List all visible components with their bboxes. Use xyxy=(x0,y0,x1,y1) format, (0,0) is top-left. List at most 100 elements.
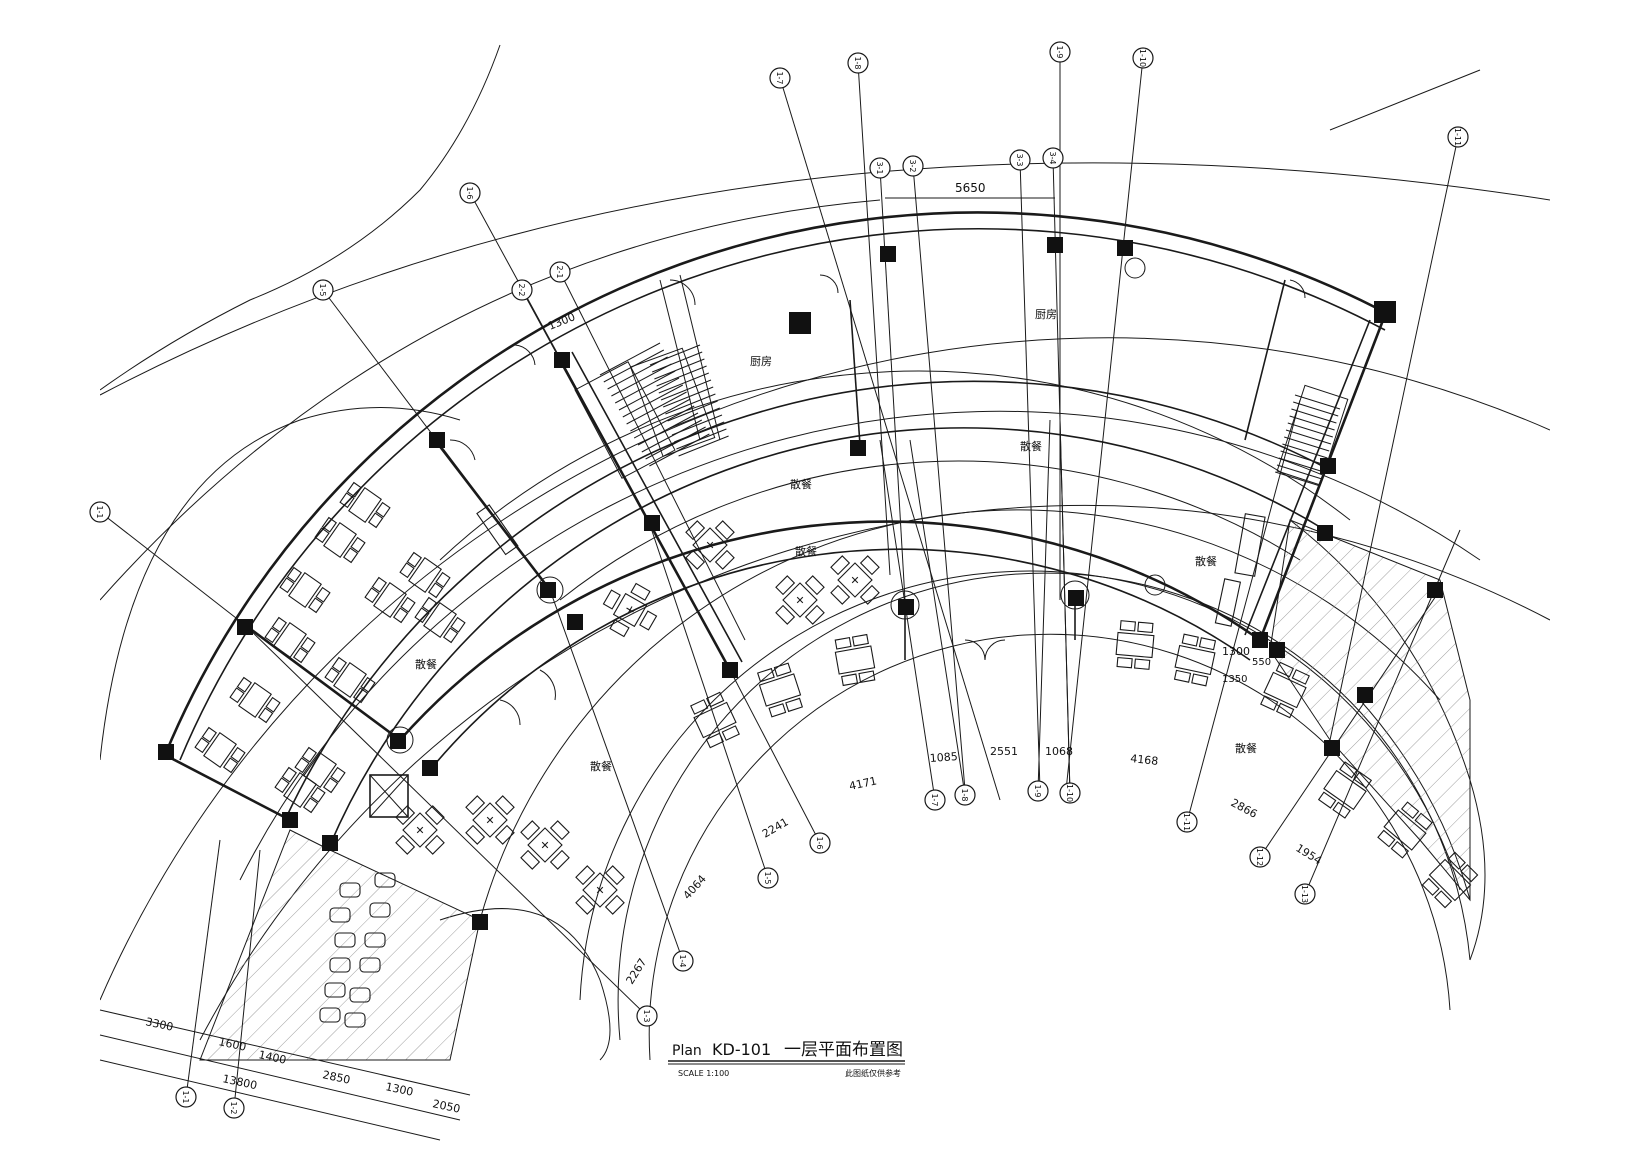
counter xyxy=(1214,578,1242,627)
grid-bubble-k xyxy=(1009,149,1031,171)
cafe-table xyxy=(324,982,346,998)
cafe-table xyxy=(359,957,381,973)
cafe-table xyxy=(349,987,371,1003)
column xyxy=(1317,525,1333,541)
table-set xyxy=(690,691,740,749)
table-set xyxy=(1317,761,1373,819)
grid-bubble-h xyxy=(89,501,111,523)
dim-d11: 4064 xyxy=(681,873,709,903)
dim-d22: 550 xyxy=(1252,657,1271,668)
round-table-set xyxy=(685,520,735,570)
grid-bubble-label-k: 3-3 xyxy=(1015,153,1024,166)
grid-bubble-label-v: 1-3 xyxy=(642,1009,651,1022)
table-set xyxy=(279,566,331,614)
grid-bubble-label-o: 1-7 xyxy=(930,793,939,806)
grid-bubble-label-n: 2-1 xyxy=(555,265,564,278)
dim-d18: 1300 xyxy=(384,1080,414,1099)
grid-bubble-label-s: 1-6 xyxy=(815,836,824,849)
grid-bubble-label-q: 1-9 xyxy=(1033,784,1042,797)
table-set xyxy=(194,726,246,774)
grid-line-a xyxy=(779,77,1001,801)
doors xyxy=(449,274,1306,726)
grid-bubble-label-h: 1-1 xyxy=(95,505,104,518)
dim-d6: 4168 xyxy=(1130,752,1159,768)
table-set xyxy=(339,481,391,529)
grid-bubble-label-f: 1-5 xyxy=(318,283,327,296)
dim-d15: 1400 xyxy=(257,1048,287,1067)
cafe-table xyxy=(344,1012,366,1028)
column xyxy=(1320,458,1336,474)
cafe-table xyxy=(374,872,396,888)
dim-d21: 1350 xyxy=(1222,674,1247,685)
grid-bubble-i xyxy=(869,157,891,179)
dim-d4: 2551 xyxy=(990,745,1018,758)
grid-bubble-w xyxy=(1176,811,1198,833)
drawing-code: KD-101 xyxy=(712,1040,771,1059)
table-set xyxy=(1421,851,1479,909)
drawing-title-block: Plan KD-101 一层平面布置图 SCALE 1:100 此图纸仅供参考 xyxy=(668,1040,905,1078)
grid-line-z xyxy=(185,839,221,1098)
grid-bubble-o xyxy=(924,789,946,811)
grid-bubble-n xyxy=(549,261,571,283)
column xyxy=(898,599,914,615)
column xyxy=(158,744,174,760)
grid-bubble-m xyxy=(511,279,533,301)
grid-line-u xyxy=(549,589,684,962)
column xyxy=(237,619,253,635)
room-label-dining-6: 散餐 xyxy=(590,759,612,773)
grid-line-h xyxy=(100,511,246,626)
grid-lines xyxy=(100,52,1461,1109)
grid-line-b xyxy=(857,62,891,576)
grid-bubble-label-i: 3-1 xyxy=(875,161,884,174)
furniture-layout xyxy=(194,481,1479,1028)
column xyxy=(880,246,896,262)
grid-bubble-label-x: 1-12 xyxy=(1255,848,1264,866)
cafe-table xyxy=(369,902,391,918)
grid-bubble-f xyxy=(312,279,334,301)
round-table-set xyxy=(465,795,515,845)
round-table-set xyxy=(395,805,445,855)
column xyxy=(789,312,811,334)
grid-bubble-label-u: 1-4 xyxy=(678,954,687,967)
grid-line-o xyxy=(879,439,936,801)
round-elements xyxy=(386,257,1166,754)
grid-bubble-t xyxy=(757,867,779,889)
grid-bubble-q xyxy=(1027,780,1049,802)
hatched-zones xyxy=(199,519,1471,1061)
table-set xyxy=(1173,633,1217,687)
column xyxy=(322,835,338,851)
dim-d8: 2241 xyxy=(760,815,791,840)
grid-line-q xyxy=(1037,419,1051,792)
round-table-set xyxy=(520,820,570,870)
room-label-dining-7: 散餐 xyxy=(1235,741,1257,755)
cafe-table xyxy=(364,932,386,948)
grid-line-aa xyxy=(233,849,261,1109)
table-set xyxy=(1115,620,1155,670)
grid-line-m xyxy=(521,289,651,526)
grid-bubble-label-y: 1-13 xyxy=(1300,885,1309,903)
grid-bubble-j xyxy=(902,155,924,177)
grid-bubble-l xyxy=(1042,147,1064,169)
round-table-set xyxy=(830,555,880,605)
column xyxy=(540,582,556,598)
table-set xyxy=(399,551,451,599)
column xyxy=(1252,632,1268,648)
room-label-dining-1: 散餐 xyxy=(1020,439,1042,453)
column xyxy=(644,515,660,531)
room-label-dining-3: 散餐 xyxy=(795,544,817,558)
table-set xyxy=(324,656,376,704)
cafe-table xyxy=(319,1007,341,1023)
table-set xyxy=(229,676,281,724)
column xyxy=(1117,240,1133,256)
grid-line-r xyxy=(1059,419,1071,794)
grid-bubble-v xyxy=(636,1005,658,1027)
grid-bubble-z xyxy=(175,1086,197,1108)
grid-line-n xyxy=(559,271,746,641)
cafe-table xyxy=(334,932,356,948)
dim-d7: 4171 xyxy=(848,774,878,793)
grid-line-p xyxy=(909,439,966,796)
grid-line-i xyxy=(879,167,906,601)
grid-line-j xyxy=(912,165,966,791)
grid-bubble-label-z: 1-1 xyxy=(181,1090,190,1103)
dim-d5: 1068 xyxy=(1045,745,1073,758)
